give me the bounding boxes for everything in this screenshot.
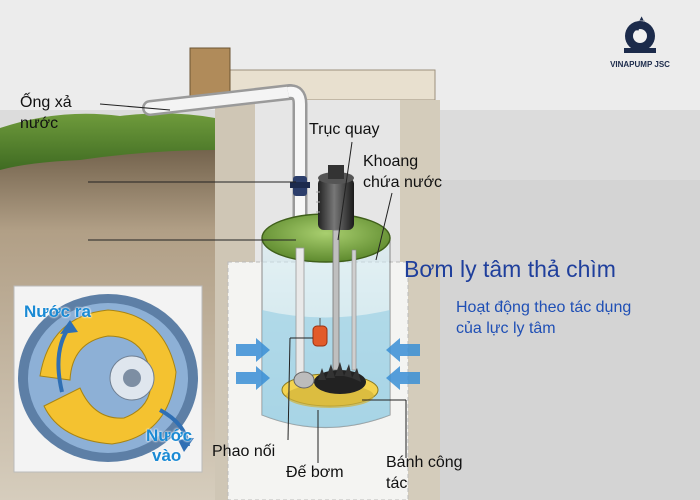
label-discharge-pipe: Ống xả	[20, 94, 72, 111]
inset-label-water-in: Nước	[146, 426, 193, 445]
inflow-arrows	[236, 338, 420, 390]
label-float: Phao nối	[212, 443, 276, 460]
label-impeller: Bánh công	[386, 454, 463, 471]
label-shaft: Trục quay	[309, 121, 380, 138]
vinapump-logo	[624, 16, 656, 53]
volute	[39, 309, 177, 445]
inset-label-water-in-line2: vào	[152, 446, 182, 465]
impeller	[314, 362, 366, 394]
label-chamber-line2: chứa nước	[363, 174, 443, 191]
label-impeller-line2: tác	[386, 475, 408, 492]
label-base: Đế bơm	[286, 464, 344, 481]
pump-shaft	[332, 229, 340, 371]
label-discharge-pipe-line2: nước	[20, 115, 59, 132]
inset-label-water-out: Nước ra	[24, 302, 91, 321]
diagram-subtitle-line2: của lực ly tâm	[456, 320, 556, 337]
pump-motor	[318, 178, 354, 230]
diagram-subtitle-line1: Hoạt động theo tác dụng	[456, 299, 632, 316]
grass	[0, 113, 215, 170]
discharge-pipe	[144, 86, 296, 114]
leader-lines	[88, 103, 407, 463]
diagram-title: Bơm ly tâm thả chìm	[404, 256, 616, 282]
float-switch	[312, 325, 328, 347]
brand-name: VINAPUMP JSC	[610, 60, 670, 69]
label-chamber: Khoang	[363, 153, 419, 170]
